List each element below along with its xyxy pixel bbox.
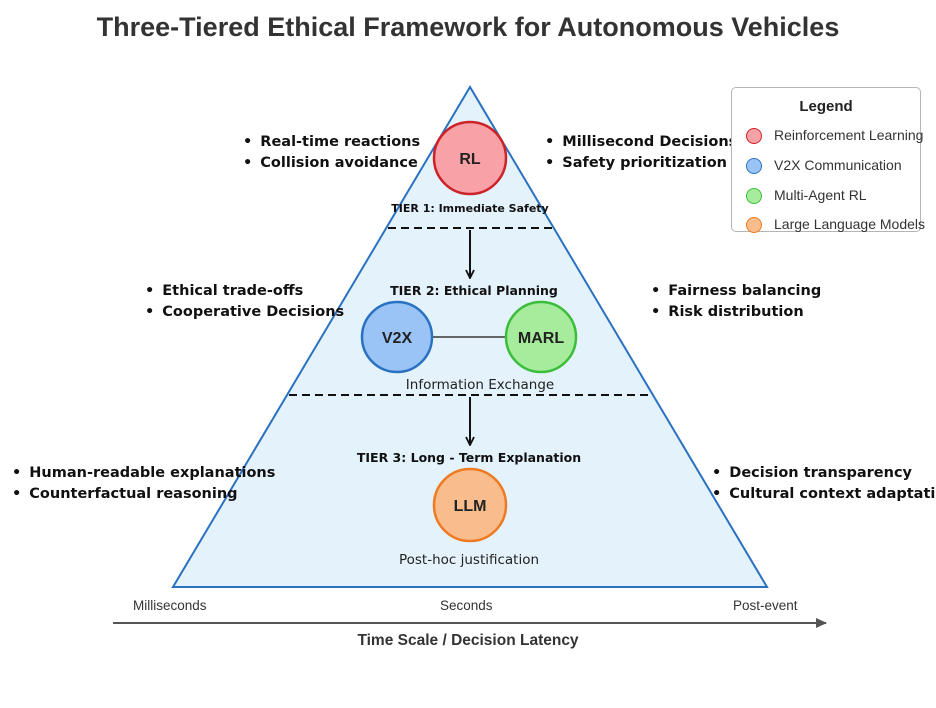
list-item: Millisecond Decisions (545, 132, 737, 153)
llm-node-circle (432, 467, 508, 543)
marl-node-circle (504, 300, 578, 374)
legend-label: Multi-Agent RL (774, 187, 867, 203)
legend-swatch-v2x (746, 158, 762, 174)
legend-box: Legend Reinforcement Learning V2X Commun… (731, 87, 925, 233)
legend-swatch-llm (746, 217, 762, 233)
diagram-title: Three-Tiered Ethical Framework for Auton… (96, 12, 840, 42)
legend-swatch-rl (746, 128, 762, 144)
tier1-label: TIER 1: Immediate Safety (391, 202, 548, 215)
list-item: Ethical trade-offs (145, 281, 344, 302)
information-exchange-label: Information Exchange (406, 377, 554, 393)
rl-node-circle (432, 120, 508, 196)
list-item: Decision transparency (712, 463, 936, 484)
list-item: Cultural context adaptation (712, 484, 936, 505)
tier3-label: TIER 3: Long - Term Explanation (357, 450, 581, 465)
v2x-node-circle (360, 300, 434, 374)
tier2-label: TIER 2: Ethical Planning (390, 283, 558, 298)
tier2-right-bullets: Fairness balancing Risk distribution (651, 281, 821, 323)
list-item: Collision avoidance (243, 153, 420, 174)
tier1-right-bullets: Millisecond Decisions Safety prioritizat… (545, 132, 737, 174)
post-hoc-caption: Post-hoc justification (399, 552, 539, 568)
legend-swatch-marl (746, 188, 762, 204)
axis-label-seconds: Seconds (440, 598, 493, 613)
list-item: Human-readable explanations (12, 463, 275, 484)
tier1-left-bullets: Real-time reactions Collision avoidance (243, 132, 420, 174)
v2x-node-label: V2X (382, 330, 413, 347)
axis-title: Time Scale / Decision Latency (357, 632, 579, 649)
axis-label-post-event: Post-event (733, 598, 798, 613)
list-item: Cooperative Decisions (145, 302, 344, 323)
tier2-left-bullets: Ethical trade-offs Cooperative Decisions (145, 281, 344, 323)
legend-title: Legend (799, 98, 853, 115)
rl-node-label: RL (459, 151, 481, 168)
legend-label: V2X Communication (774, 157, 902, 173)
marl-node-label: MARL (518, 330, 564, 347)
legend-label: Large Language Models (774, 216, 926, 232)
list-item: Fairness balancing (651, 281, 821, 302)
legend-label: Reinforcement Learning (774, 127, 924, 143)
list-item: Real-time reactions (243, 132, 420, 153)
tier3-right-bullets: Decision transparency Cultural context a… (712, 463, 936, 505)
axis-label-milliseconds: Milliseconds (133, 598, 207, 613)
llm-node-label: LLM (454, 498, 487, 515)
list-item: Counterfactual reasoning (12, 484, 275, 505)
list-item: Risk distribution (651, 302, 821, 323)
tier3-left-bullets: Human-readable explanations Counterfactu… (12, 463, 275, 505)
list-item: Safety prioritization (545, 153, 737, 174)
